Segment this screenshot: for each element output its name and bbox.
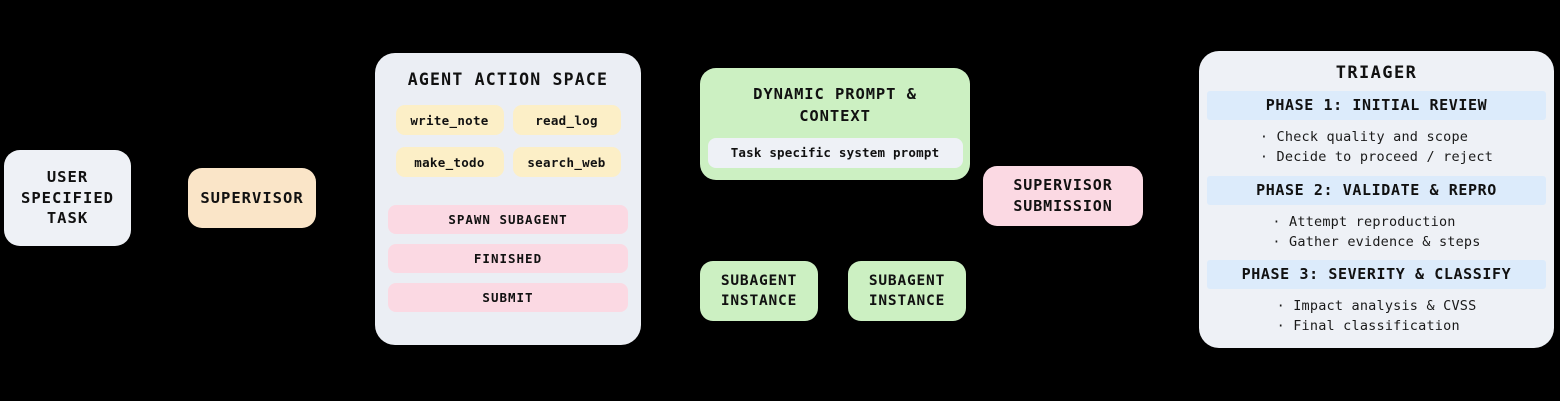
- triager-phase-1-bullets: · Check quality and scope · Decide to pr…: [1199, 120, 1554, 176]
- tool-row-2: make_todo search_web: [395, 147, 621, 177]
- triager-phase-1-bullet-2: · Decide to proceed / reject: [1259, 149, 1494, 166]
- dynamic-prompt-title: DYNAMIC PROMPT & CONTEXT: [720, 83, 950, 128]
- subagent-1-label-line2: INSTANCE: [720, 293, 798, 309]
- triager-phase-1-header: PHASE 1: INITIAL REVIEW: [1207, 91, 1546, 120]
- supervisor-label: SUPERVISOR: [200, 189, 304, 207]
- subagent-2-label-line1: SUBAGENT: [868, 272, 946, 289]
- action-bar-group: SPAWN SUBAGENT FINISHED SUBMIT: [388, 195, 628, 312]
- action-submit[interactable]: SUBMIT: [388, 283, 628, 312]
- tool-row-1: write_note read_log: [395, 105, 621, 135]
- tool-read-log[interactable]: read_log: [512, 105, 621, 135]
- subagent-1-label-line1: SUBAGENT: [720, 272, 798, 289]
- dynamic-prompt-title-line1: DYNAMIC PROMPT &: [753, 85, 917, 103]
- tool-make-todo[interactable]: make_todo: [395, 147, 504, 177]
- triager-phase-2-bullets: · Attempt reproduction · Gather evidence…: [1199, 205, 1554, 261]
- supervisor-submission-label-line2: SUBMISSION: [1013, 197, 1113, 215]
- panel-agent-action-space: AGENT ACTION SPACE write_note read_log m…: [375, 53, 641, 345]
- user-task-label-line1: USER: [46, 167, 89, 186]
- system-prompt-field[interactable]: Task specific system prompt: [707, 137, 963, 168]
- tool-search-web[interactable]: search_web: [512, 147, 621, 177]
- triager-phase-2-bullet-1: · Attempt reproduction: [1272, 213, 1456, 230]
- node-supervisor[interactable]: SUPERVISOR: [188, 168, 316, 228]
- triager-phase-3-bullet-2: · Final classification: [1276, 318, 1460, 335]
- tool-write-note[interactable]: write_note: [395, 105, 504, 135]
- dynamic-prompt-title-line2: CONTEXT: [799, 107, 871, 126]
- supervisor-submission-label-line1: SUPERVISOR: [1013, 176, 1113, 194]
- triager-phase-3-bullet-1: · Impact analysis & CVSS: [1276, 298, 1477, 314]
- triager-phase-3-header: PHASE 3: SEVERITY & CLASSIFY: [1207, 260, 1546, 289]
- node-user-specified-task[interactable]: USER SPECIFIED TASK: [4, 150, 131, 246]
- user-task-label-line2: SPECIFIED: [21, 188, 114, 207]
- action-spawn-subagent[interactable]: SPAWN SUBAGENT: [388, 205, 628, 234]
- triager-phase-3-bullets: · Impact analysis & CVSS · Final classif…: [1199, 289, 1554, 345]
- action-space-title: AGENT ACTION SPACE: [407, 70, 609, 89]
- triager-title: TRIAGER: [1335, 63, 1418, 83]
- panel-triager: TRIAGER PHASE 1: INITIAL REVIEW · Check …: [1199, 51, 1554, 348]
- subagent-2-label-line2: INSTANCE: [868, 293, 946, 309]
- triager-phase-2-header: PHASE 2: VALIDATE & REPRO: [1207, 175, 1546, 205]
- node-supervisor-submission[interactable]: SUPERVISOR SUBMISSION: [983, 166, 1143, 226]
- triager-phase-2-bullet-2: · Gather evidence & steps: [1272, 233, 1481, 250]
- node-subagent-instance-1[interactable]: SUBAGENT INSTANCE: [700, 261, 818, 321]
- panel-dynamic-prompt-context: DYNAMIC PROMPT & CONTEXT Task specific s…: [700, 68, 970, 180]
- action-finished[interactable]: FINISHED: [388, 244, 628, 273]
- node-subagent-instance-2[interactable]: SUBAGENT INSTANCE: [848, 261, 966, 321]
- triager-phase-1-bullet-1: · Check quality and scope: [1259, 129, 1469, 145]
- user-task-label-line3: TASK: [46, 209, 89, 228]
